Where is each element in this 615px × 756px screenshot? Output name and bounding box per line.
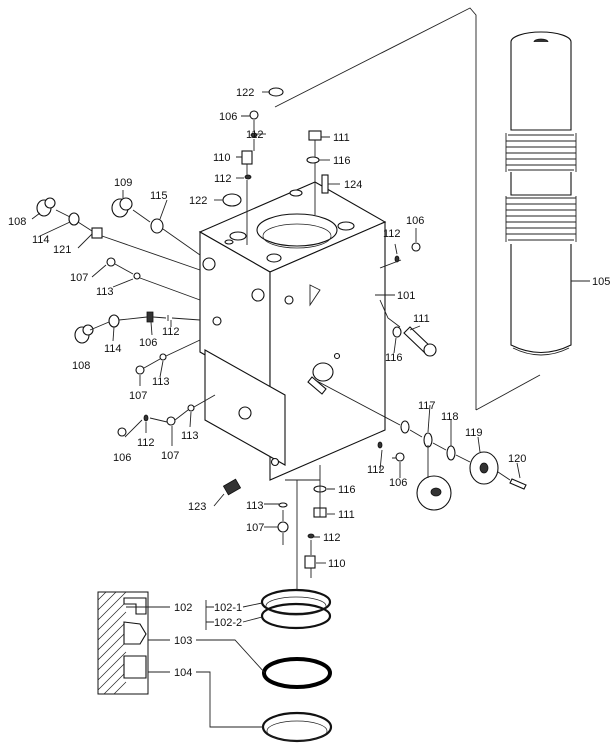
label-107: 107 [161, 450, 179, 462]
label-111: 111 [338, 509, 355, 521]
label-112: 112 [162, 326, 180, 338]
label-122: 122 [236, 87, 254, 99]
label-116: 116 [333, 155, 351, 167]
label-117: 117 [418, 400, 436, 412]
label-112: 112 [137, 437, 155, 449]
label-107: 107 [70, 272, 88, 284]
label-101: 101 [397, 290, 415, 302]
label-110: 110 [213, 152, 231, 164]
label-104: 104 [174, 667, 192, 679]
label-114: 114 [104, 343, 122, 355]
label-108: 108 [72, 360, 90, 372]
seal-102-1 [260, 588, 332, 616]
label-113: 113 [181, 430, 199, 442]
label-108: 108 [8, 216, 26, 228]
label-113: 113 [96, 286, 114, 298]
label-113: 113 [246, 500, 264, 512]
label-112: 112 [323, 532, 341, 544]
label-124: 124 [344, 179, 362, 191]
label-102-2: 102-2 [214, 617, 242, 629]
label-116: 116 [338, 484, 356, 496]
piston-105 [274, 7, 590, 411]
label-111: 111 [333, 132, 350, 144]
label-122: 122 [189, 195, 207, 207]
label-119: 119 [465, 427, 483, 439]
label-123: 123 [188, 501, 206, 513]
label-118: 118 [441, 411, 459, 423]
label-106: 106 [389, 477, 407, 489]
seal-102-2 [260, 602, 332, 630]
label-103: 103 [174, 635, 192, 647]
label-112: 112 [383, 228, 401, 240]
part-labels: 101 102 102-1 102-2 103 104 105 106 106 … [8, 87, 610, 679]
label-107: 107 [129, 390, 147, 402]
label-106: 106 [406, 215, 424, 227]
seal-cross-section [97, 591, 149, 695]
seal-rings [260, 588, 333, 743]
label-107: 107 [246, 522, 264, 534]
cylinder-block-101 [198, 181, 395, 481]
label-106: 106 [219, 111, 237, 123]
label-111: 111 [413, 313, 430, 325]
label-115: 115 [150, 190, 168, 202]
piston-grooves-lower [505, 196, 577, 242]
small-parts [36, 87, 527, 569]
label-121: 121 [53, 244, 71, 256]
label-106: 106 [139, 337, 157, 349]
seal-103 [262, 657, 332, 689]
label-110: 110 [328, 558, 346, 570]
label-113: 113 [152, 376, 170, 388]
label-112: 112 [367, 464, 385, 476]
label-116: 116 [385, 352, 403, 364]
label-120: 120 [508, 453, 526, 465]
label-112: 112 [214, 173, 232, 185]
label-109: 109 [114, 177, 132, 189]
label-112: 112 [246, 129, 264, 141]
label-106: 106 [113, 452, 131, 464]
label-105: 105 [592, 276, 610, 288]
hatching [97, 591, 127, 695]
label-102-1: 102-1 [214, 602, 242, 614]
piston-grooves-upper [505, 133, 577, 172]
label-102: 102 [174, 602, 192, 614]
label-114: 114 [32, 234, 50, 246]
leader-lines [31, 91, 521, 728]
